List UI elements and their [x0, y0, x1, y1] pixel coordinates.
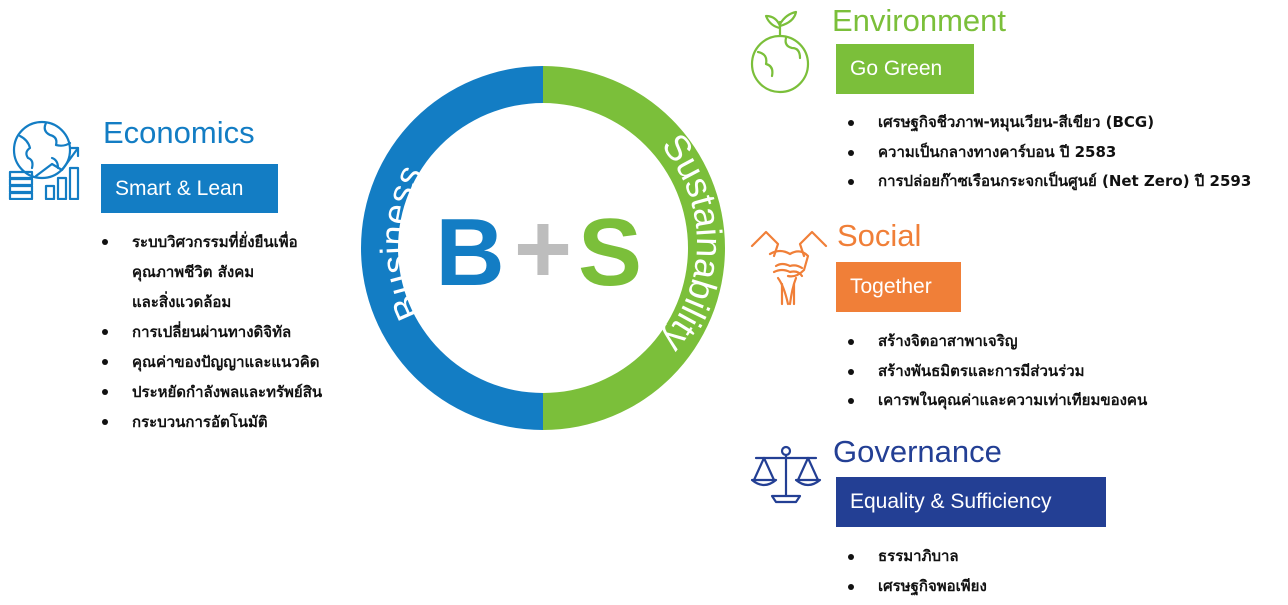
economics-bullet-item: คุณค่าของปัญญาและแนวคิด [96, 347, 376, 377]
economics-bullet-item: ระบบวิศวกรรมที่ยั่งยืนเพื่อ คุณภาพชีวิต … [96, 227, 376, 317]
social-title: Social [837, 218, 922, 253]
economics-bullet-item: ประหยัดกำลังพลและทรัพย์สิน [96, 377, 376, 407]
social-tag: Together [836, 262, 961, 312]
economics-bullet-list: ระบบวิศวกรรมที่ยั่งยืนเพื่อ คุณภาพชีวิต … [96, 227, 376, 437]
social-bullet-item: เคารพในคุณค่าและความเท่าเทียมของคน [842, 386, 1262, 416]
economics-title: Economics [103, 115, 255, 150]
economics-bullet-item: กระบวนการอัตโนมัติ [96, 407, 376, 437]
governance-title: Governance [833, 434, 1002, 469]
center-letter-plus: + [514, 193, 572, 305]
environment-bullet-item: เศรษฐกิจชีวภาพ-หมุนเวียน-สีเขียว (BCG) [842, 108, 1282, 138]
governance-bullet-item: เศรษฐกิจพอเพียง [842, 572, 1142, 602]
joined-hands-icon [750, 230, 828, 306]
environment-bullet-item: การปล่อยก๊าซเรือนกระจกเป็นศูนย์ (Net Zer… [842, 167, 1282, 197]
environment-bullet-item: ความเป็นกลางทางคาร์บอน ปี 2583 [842, 138, 1282, 168]
center-letter-s: S [578, 199, 642, 306]
governance-bullet-item: ธรรมาภิบาล [842, 542, 1142, 572]
environment-title: Environment [832, 3, 1007, 38]
ring-left-half [361, 66, 543, 430]
globe-coins-growth-icon [8, 120, 80, 200]
social-bullet-list: สร้างจิตอาสาพาเจริญ สร้างพันธมิตรและการม… [842, 327, 1262, 416]
bs-ring-diagram: Business Sustainability B + S [361, 66, 726, 430]
economics-tag: Smart & Lean [101, 164, 278, 213]
balance-scale-icon [750, 445, 822, 504]
governance-tag: Equality & Sufficiency [836, 477, 1106, 527]
environment-tag: Go Green [836, 44, 974, 94]
environment-bullet-list: เศรษฐกิจชีวภาพ-หมุนเวียน-สีเขียว (BCG) ค… [842, 108, 1282, 197]
social-bullet-item: สร้างจิตอาสาพาเจริญ [842, 327, 1262, 357]
globe-plant-icon [750, 10, 810, 94]
governance-bullet-list: ธรรมาภิบาล เศรษฐกิจพอเพียง [842, 542, 1142, 601]
ring-right-half [543, 66, 725, 430]
center-letter-b: B [435, 199, 504, 306]
economics-bullet-item: การเปลี่ยนผ่านทางดิจิทัล [96, 317, 376, 347]
social-bullet-item: สร้างพันธมิตรและการมีส่วนร่วม [842, 357, 1262, 387]
